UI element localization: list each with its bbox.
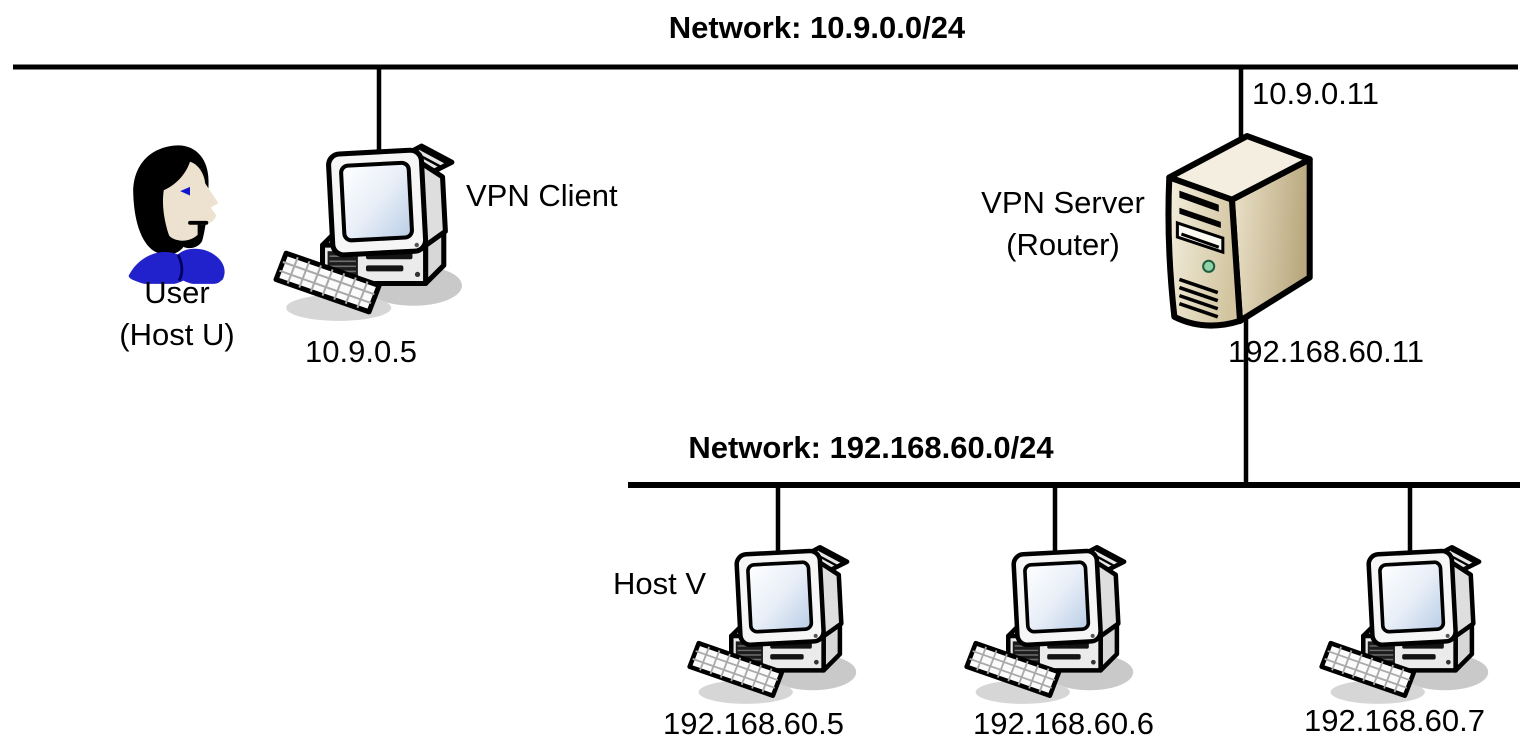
vpn-client-label: VPN Client [466, 178, 618, 213]
vpn-server-icon [1164, 132, 1316, 334]
vpn-client-computer-icon [272, 138, 464, 330]
host-6-computer-icon [963, 540, 1135, 712]
host-v-ip: 192.168.60.5 [663, 706, 845, 741]
host-7-ip: 192.168.60.7 [1304, 703, 1486, 738]
host-v-label: Host V [613, 566, 707, 601]
network-top-label: Network: 10.9.0.0/24 [668, 10, 966, 45]
user-label-line1: User [144, 275, 210, 310]
user-label: User (Host U) [77, 272, 277, 356]
vpn-client-ip: 10.9.0.5 [305, 334, 418, 369]
user-icon [118, 142, 238, 284]
network-bottom-label: Network: 192.168.60.0/24 [688, 430, 1054, 465]
vpn-server-label-line1: VPN Server [981, 185, 1145, 220]
vpn-server-ip-top: 10.9.0.11 [1252, 76, 1379, 111]
host-7-computer-icon [1318, 540, 1490, 712]
vpn-server-label: VPN Server (Router) [952, 182, 1174, 266]
user-label-line2: (Host U) [119, 317, 235, 352]
vpn-server-label-line2: (Router) [1006, 227, 1120, 262]
vpn-server-ip-bottom: 192.168.60.11 [1228, 334, 1424, 369]
host-v-computer-icon [686, 540, 858, 712]
host-6-ip: 192.168.60.6 [973, 706, 1155, 741]
